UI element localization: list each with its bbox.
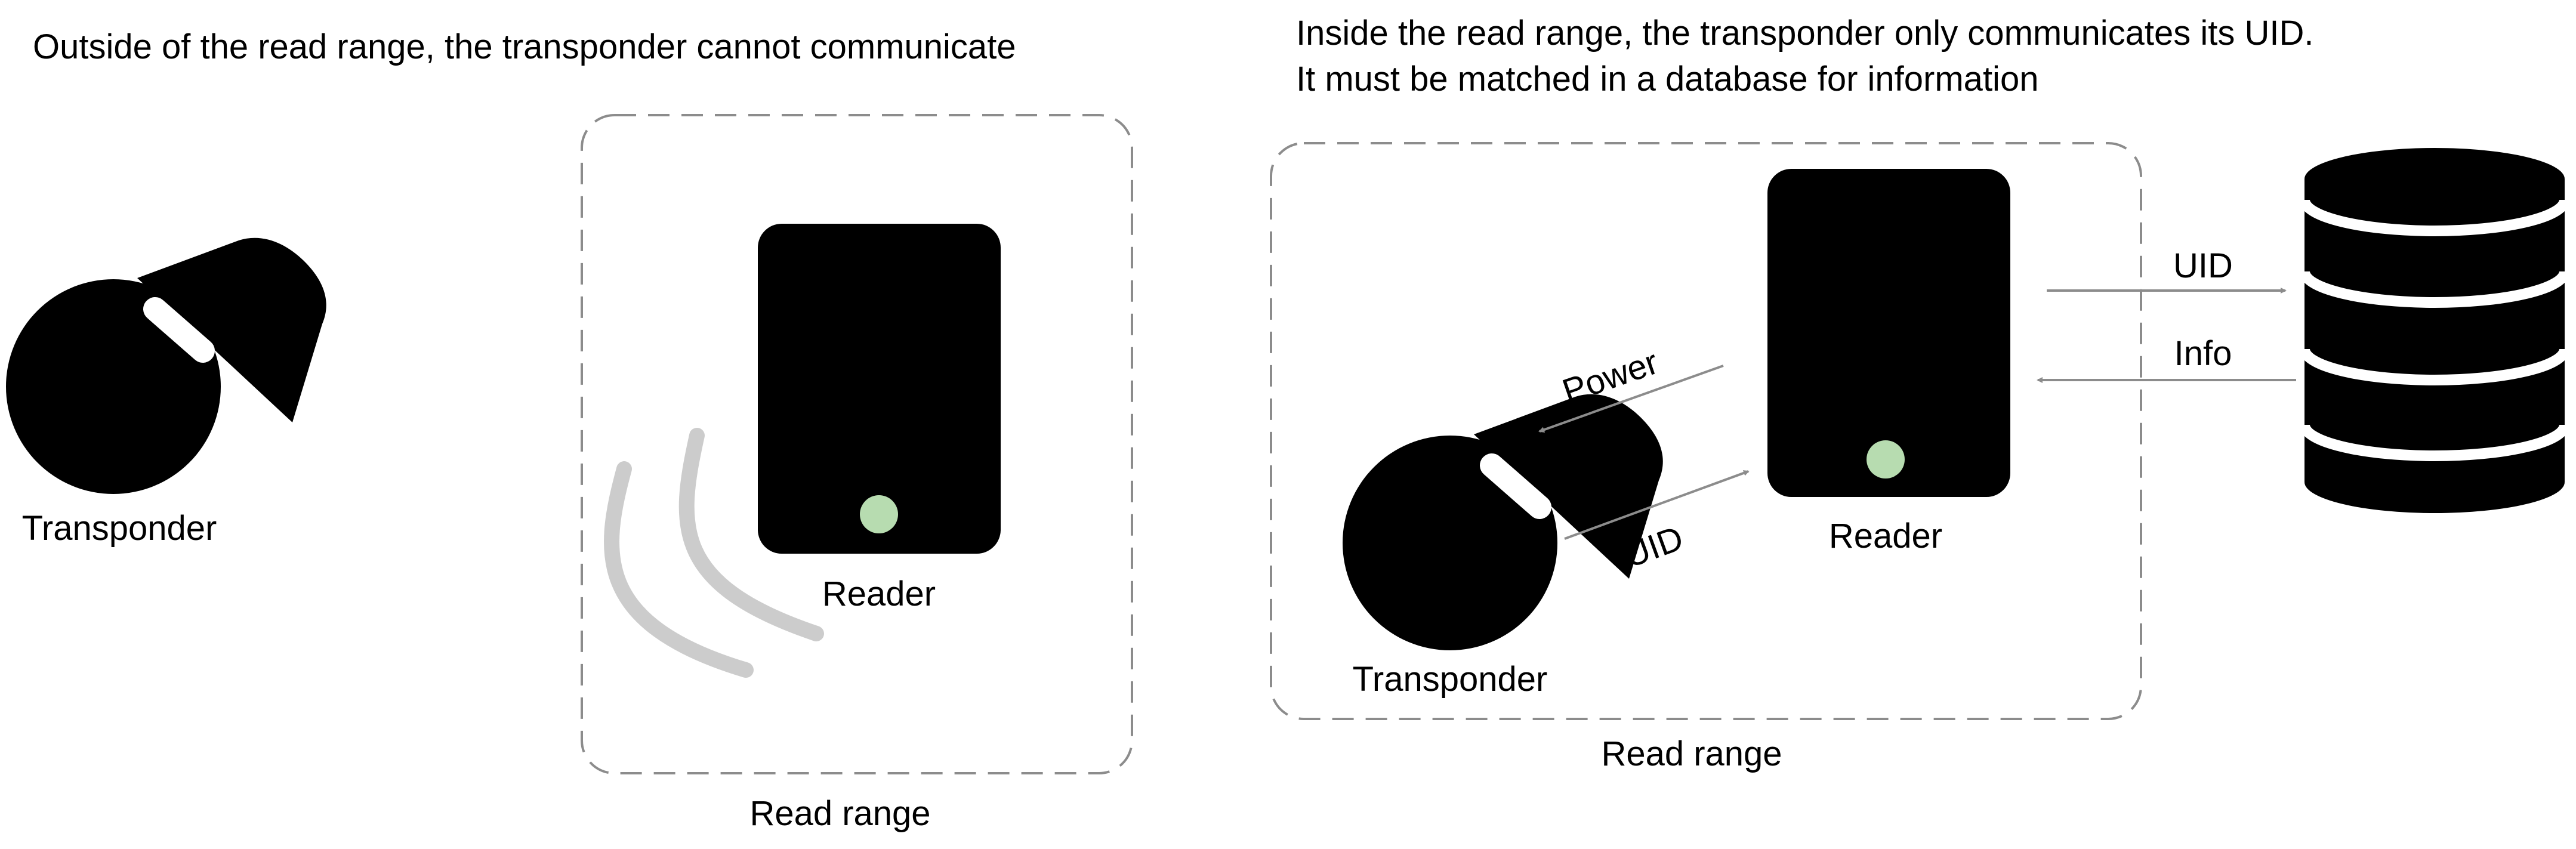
reader-led xyxy=(860,495,898,533)
uid-database-arrow-label: UID xyxy=(2173,246,2233,285)
database-band xyxy=(2299,348,2570,385)
transponder-key-fob-icon xyxy=(6,237,326,494)
reader-device-icon xyxy=(1767,169,2010,497)
reader-device-icon xyxy=(758,224,1001,554)
signal-wave-icon xyxy=(604,428,824,678)
database-icon xyxy=(2299,148,2570,513)
database-cylinder xyxy=(2304,148,2565,513)
database-band xyxy=(2299,271,2570,308)
left-caption: Outside of the read range, the transpond… xyxy=(33,27,1016,66)
uid-transponder-arrow xyxy=(1564,470,1750,540)
read-range-boundary xyxy=(1270,142,2142,720)
right-scene: Inside the read range, the transponder o… xyxy=(1270,14,2570,773)
database-band xyxy=(2299,199,2570,236)
power-arrow xyxy=(1538,365,1724,433)
reader-label: Reader xyxy=(822,575,936,613)
right-caption-line1: Inside the read range, the transponder o… xyxy=(1296,14,2313,53)
transponder-label: Transponder xyxy=(1353,660,1548,699)
reader-led xyxy=(1867,440,1905,478)
read-range-label: Read range xyxy=(749,794,930,833)
transponder-label: Transponder xyxy=(22,509,217,548)
right-transponder: Transponder xyxy=(1343,394,1663,699)
right-reader: Reader xyxy=(1767,169,2010,555)
left-transponder: Transponder xyxy=(6,237,326,548)
reader-label: Reader xyxy=(1829,517,1942,555)
info-arrow-label: Info xyxy=(2174,334,2232,373)
read-range-label: Read range xyxy=(1601,734,1782,773)
right-caption-line2: It must be matched in a database for inf… xyxy=(1296,60,2038,98)
read-range-boundary xyxy=(581,114,1133,774)
left-reader: Reader xyxy=(758,224,1001,613)
transponder-key-fob-icon xyxy=(1343,394,1663,650)
left-scene: Outside of the read range, the transpond… xyxy=(6,27,1133,833)
database-band xyxy=(2299,424,2570,461)
